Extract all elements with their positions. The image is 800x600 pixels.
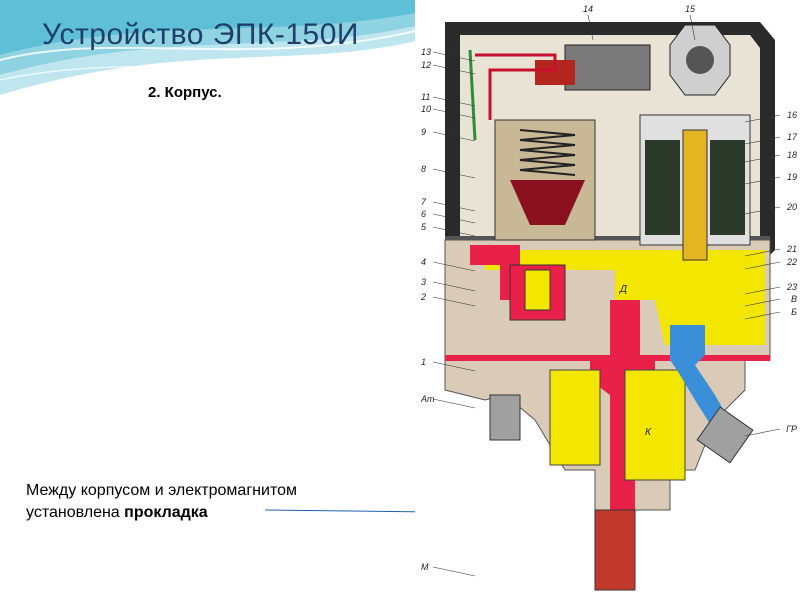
callout-left-label: 13 (421, 47, 431, 57)
callout-right-leader (744, 206, 781, 215)
callout-left-label: Ат (420, 394, 435, 404)
callout-left-label: 5 (421, 222, 427, 232)
callout-left-leader (432, 226, 476, 237)
zone-label-d: Д (619, 284, 627, 295)
callout-right-label: 19 (787, 172, 797, 182)
callout-right-leader (744, 136, 781, 145)
callout-right-leader (744, 154, 781, 163)
callout-right-label: В (791, 294, 797, 304)
valve-spring (519, 129, 576, 176)
callout-top-label: 15 (685, 4, 696, 14)
callout-left-leader (432, 168, 476, 179)
callout-right-label: 17 (787, 132, 798, 142)
fitting-gr (696, 406, 754, 464)
wire-red (475, 53, 557, 120)
wire-green (468, 49, 477, 141)
caption-line-2-bold: прокладка (124, 504, 208, 521)
slide-title: Устройство ЭПК-150И (42, 18, 359, 51)
callout-right-label: 18 (787, 150, 797, 160)
callout-left-leader (432, 213, 476, 224)
callout-right-label: 20 (786, 202, 797, 212)
upper-flange (445, 236, 770, 240)
callout-right-leader (744, 176, 781, 185)
slide-header: Устройство ЭПК-150И (0, 0, 420, 120)
callout-right-leader (744, 298, 781, 307)
callout-right-label: 21 (786, 244, 797, 254)
callout-left-leader (432, 398, 476, 409)
caption-text: Между корпусом и электромагнитом установ… (26, 480, 386, 524)
callout-left-leader (432, 96, 476, 107)
callout-left-leader (432, 201, 476, 212)
red-channel-left (470, 245, 520, 300)
callout-left-label: 6 (421, 209, 426, 219)
section-subtitle: 2. Корпус. (148, 84, 222, 101)
caption-line-2: установлена прокладка (26, 502, 386, 524)
callout-left-leader (432, 361, 476, 372)
callout-left-leader (432, 281, 476, 292)
armature-rod (682, 129, 708, 261)
yellow-cavity-k (624, 369, 686, 481)
callout-left-leader (432, 108, 476, 119)
callout-left-label: 2 (420, 292, 426, 302)
callout-left-label: 11 (421, 92, 430, 102)
callout-right-label: Б (791, 307, 797, 317)
fitting-at (489, 394, 521, 441)
red-channel (590, 300, 655, 520)
callout-right-leader (744, 248, 781, 257)
gasket-line (445, 355, 770, 361)
callout-top-leader (689, 14, 696, 41)
hex-nut-bore (686, 46, 714, 74)
callout-right-leader (744, 311, 781, 320)
yellow-channel (485, 250, 765, 345)
check-valve-core (524, 269, 551, 311)
callout-right-label: ГР (786, 424, 797, 434)
callout-right-label: 22 (786, 257, 797, 267)
callout-left-label: 12 (421, 60, 431, 70)
callout-left-leader (432, 566, 476, 577)
callout-top-label: 14 (583, 4, 593, 14)
callout-left-label: 8 (421, 164, 426, 174)
fitting-m (594, 509, 636, 591)
callout-left-leader (432, 296, 476, 307)
callout-left-label: 3 (421, 277, 426, 287)
callout-right-label: 16 (787, 110, 797, 120)
callout-top-leader (587, 14, 594, 41)
valve-diaphragm (510, 180, 585, 225)
caption-line-1: Между корпусом и электромагнитом (26, 482, 297, 499)
zone-label-k: К (645, 427, 652, 438)
callout-right-leader (744, 114, 781, 123)
callout-right-leader (744, 428, 781, 437)
callout-right-leader (744, 286, 781, 295)
yellow-cavity-left (549, 369, 601, 466)
callout-left-label: 7 (421, 197, 427, 207)
callout-left-leader (432, 51, 476, 62)
left-panel (0, 120, 415, 600)
callout-left-label: 4 (421, 257, 426, 267)
header-wave-decoration (0, 0, 420, 95)
callout-left-label: 9 (421, 127, 426, 137)
callout-left-label: М (421, 562, 429, 572)
coil-right (710, 140, 745, 235)
callout-left-label: 1 (421, 357, 426, 367)
callout-right-leader (744, 261, 781, 270)
callout-right-label: 23 (786, 282, 797, 292)
callout-left-leader (432, 131, 476, 142)
callout-left-leader (432, 261, 476, 272)
terminal-block (564, 44, 651, 91)
callout-left-label: 10 (421, 104, 431, 114)
coil-left (645, 140, 680, 235)
callout-left-leader (432, 64, 476, 75)
caption-line-2-prefix: установлена (26, 504, 125, 521)
